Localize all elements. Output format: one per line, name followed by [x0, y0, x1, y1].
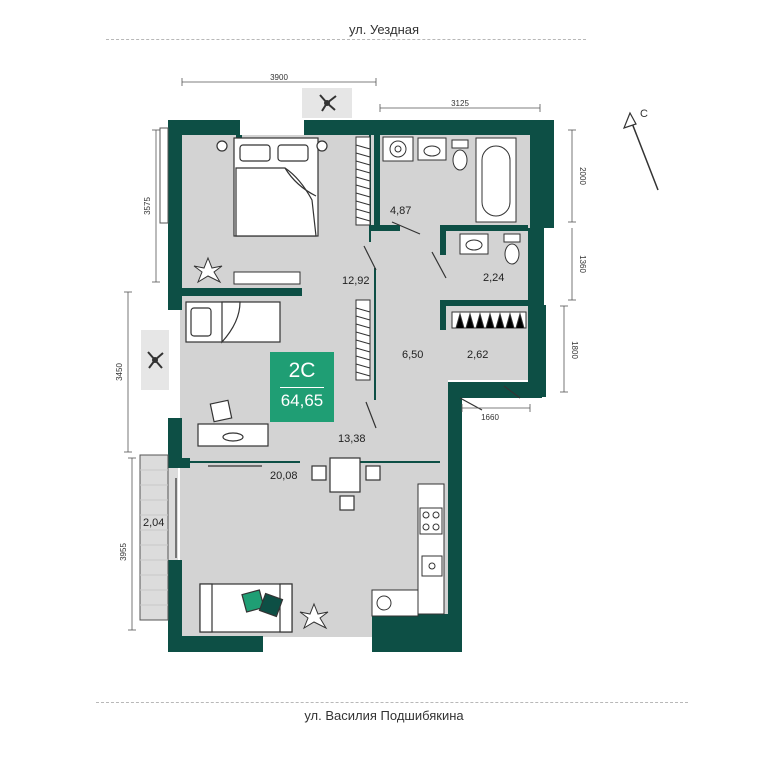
street-top-line	[106, 39, 586, 40]
dim-left-top: 3575	[143, 197, 152, 215]
dimension-lines	[124, 78, 576, 631]
balcony-rail-top	[159, 127, 169, 224]
street-top-label: ул. Уездная	[348, 22, 420, 37]
balcony-lower	[139, 454, 169, 621]
wardrobe-shelves	[355, 299, 371, 381]
plant-icon	[193, 256, 223, 284]
fan-icon	[141, 330, 169, 390]
doors	[175, 221, 521, 558]
apartment-type: 2С	[288, 359, 316, 382]
room-area-bedroom2: 13,38	[338, 433, 366, 445]
room-area-living: 20,08	[270, 470, 298, 482]
sofa-icon	[199, 583, 293, 633]
dim-top-left: 3900	[270, 73, 288, 82]
apartment-total-area: 64,65	[280, 391, 324, 410]
bed-icon	[185, 301, 281, 344]
toilet-icon	[503, 233, 521, 265]
fan-icon	[302, 88, 352, 118]
bed-icon	[216, 137, 328, 237]
sink-icon	[459, 233, 489, 255]
wardrobe-shelves	[355, 136, 371, 226]
dim-right-bottom: 1800	[570, 341, 579, 359]
badge-divider	[280, 387, 324, 388]
sink-icon	[421, 555, 443, 577]
dim-right-top: 2000	[578, 167, 587, 185]
washing-machine-icon	[382, 136, 414, 162]
room-area-wardrobe: 2,62	[467, 349, 488, 361]
street-bottom-label: ул. Василия Подшибякина	[304, 708, 464, 723]
dim-right-mid: 1360	[578, 255, 587, 273]
north-label: С	[640, 108, 648, 120]
room-area-wc: 2,24	[483, 272, 504, 284]
dim-left-bottom: 3955	[119, 543, 128, 561]
room-area-bathroom: 4,87	[390, 205, 411, 217]
desk-icon	[197, 423, 269, 447]
plant-icon	[299, 602, 329, 630]
street-bottom-line	[96, 702, 688, 703]
dim-top-right: 3125	[451, 99, 469, 108]
dining-table-icon	[311, 457, 381, 511]
sink-icon	[417, 137, 447, 161]
room-area-hall: 6,50	[402, 349, 423, 361]
washing-machine-icon	[376, 595, 392, 611]
wardrobe-rail	[451, 311, 527, 329]
room-area-bedroom: 12,92	[342, 275, 370, 287]
stove-icon	[419, 507, 443, 535]
kitchen-counter	[371, 483, 445, 617]
walls	[168, 120, 554, 652]
room-area-balcony: 2,04	[143, 517, 164, 529]
toilet-icon	[451, 139, 469, 171]
dim-left-mid: 3450	[115, 363, 124, 381]
chair-icon	[209, 399, 233, 423]
dim-bottom-wardrobe: 1660	[481, 413, 499, 422]
north-arrow-icon	[622, 111, 659, 191]
tv-stand	[233, 271, 301, 285]
bathtub-icon	[475, 137, 517, 223]
apartment-badge: 2С 64,65	[270, 352, 334, 422]
